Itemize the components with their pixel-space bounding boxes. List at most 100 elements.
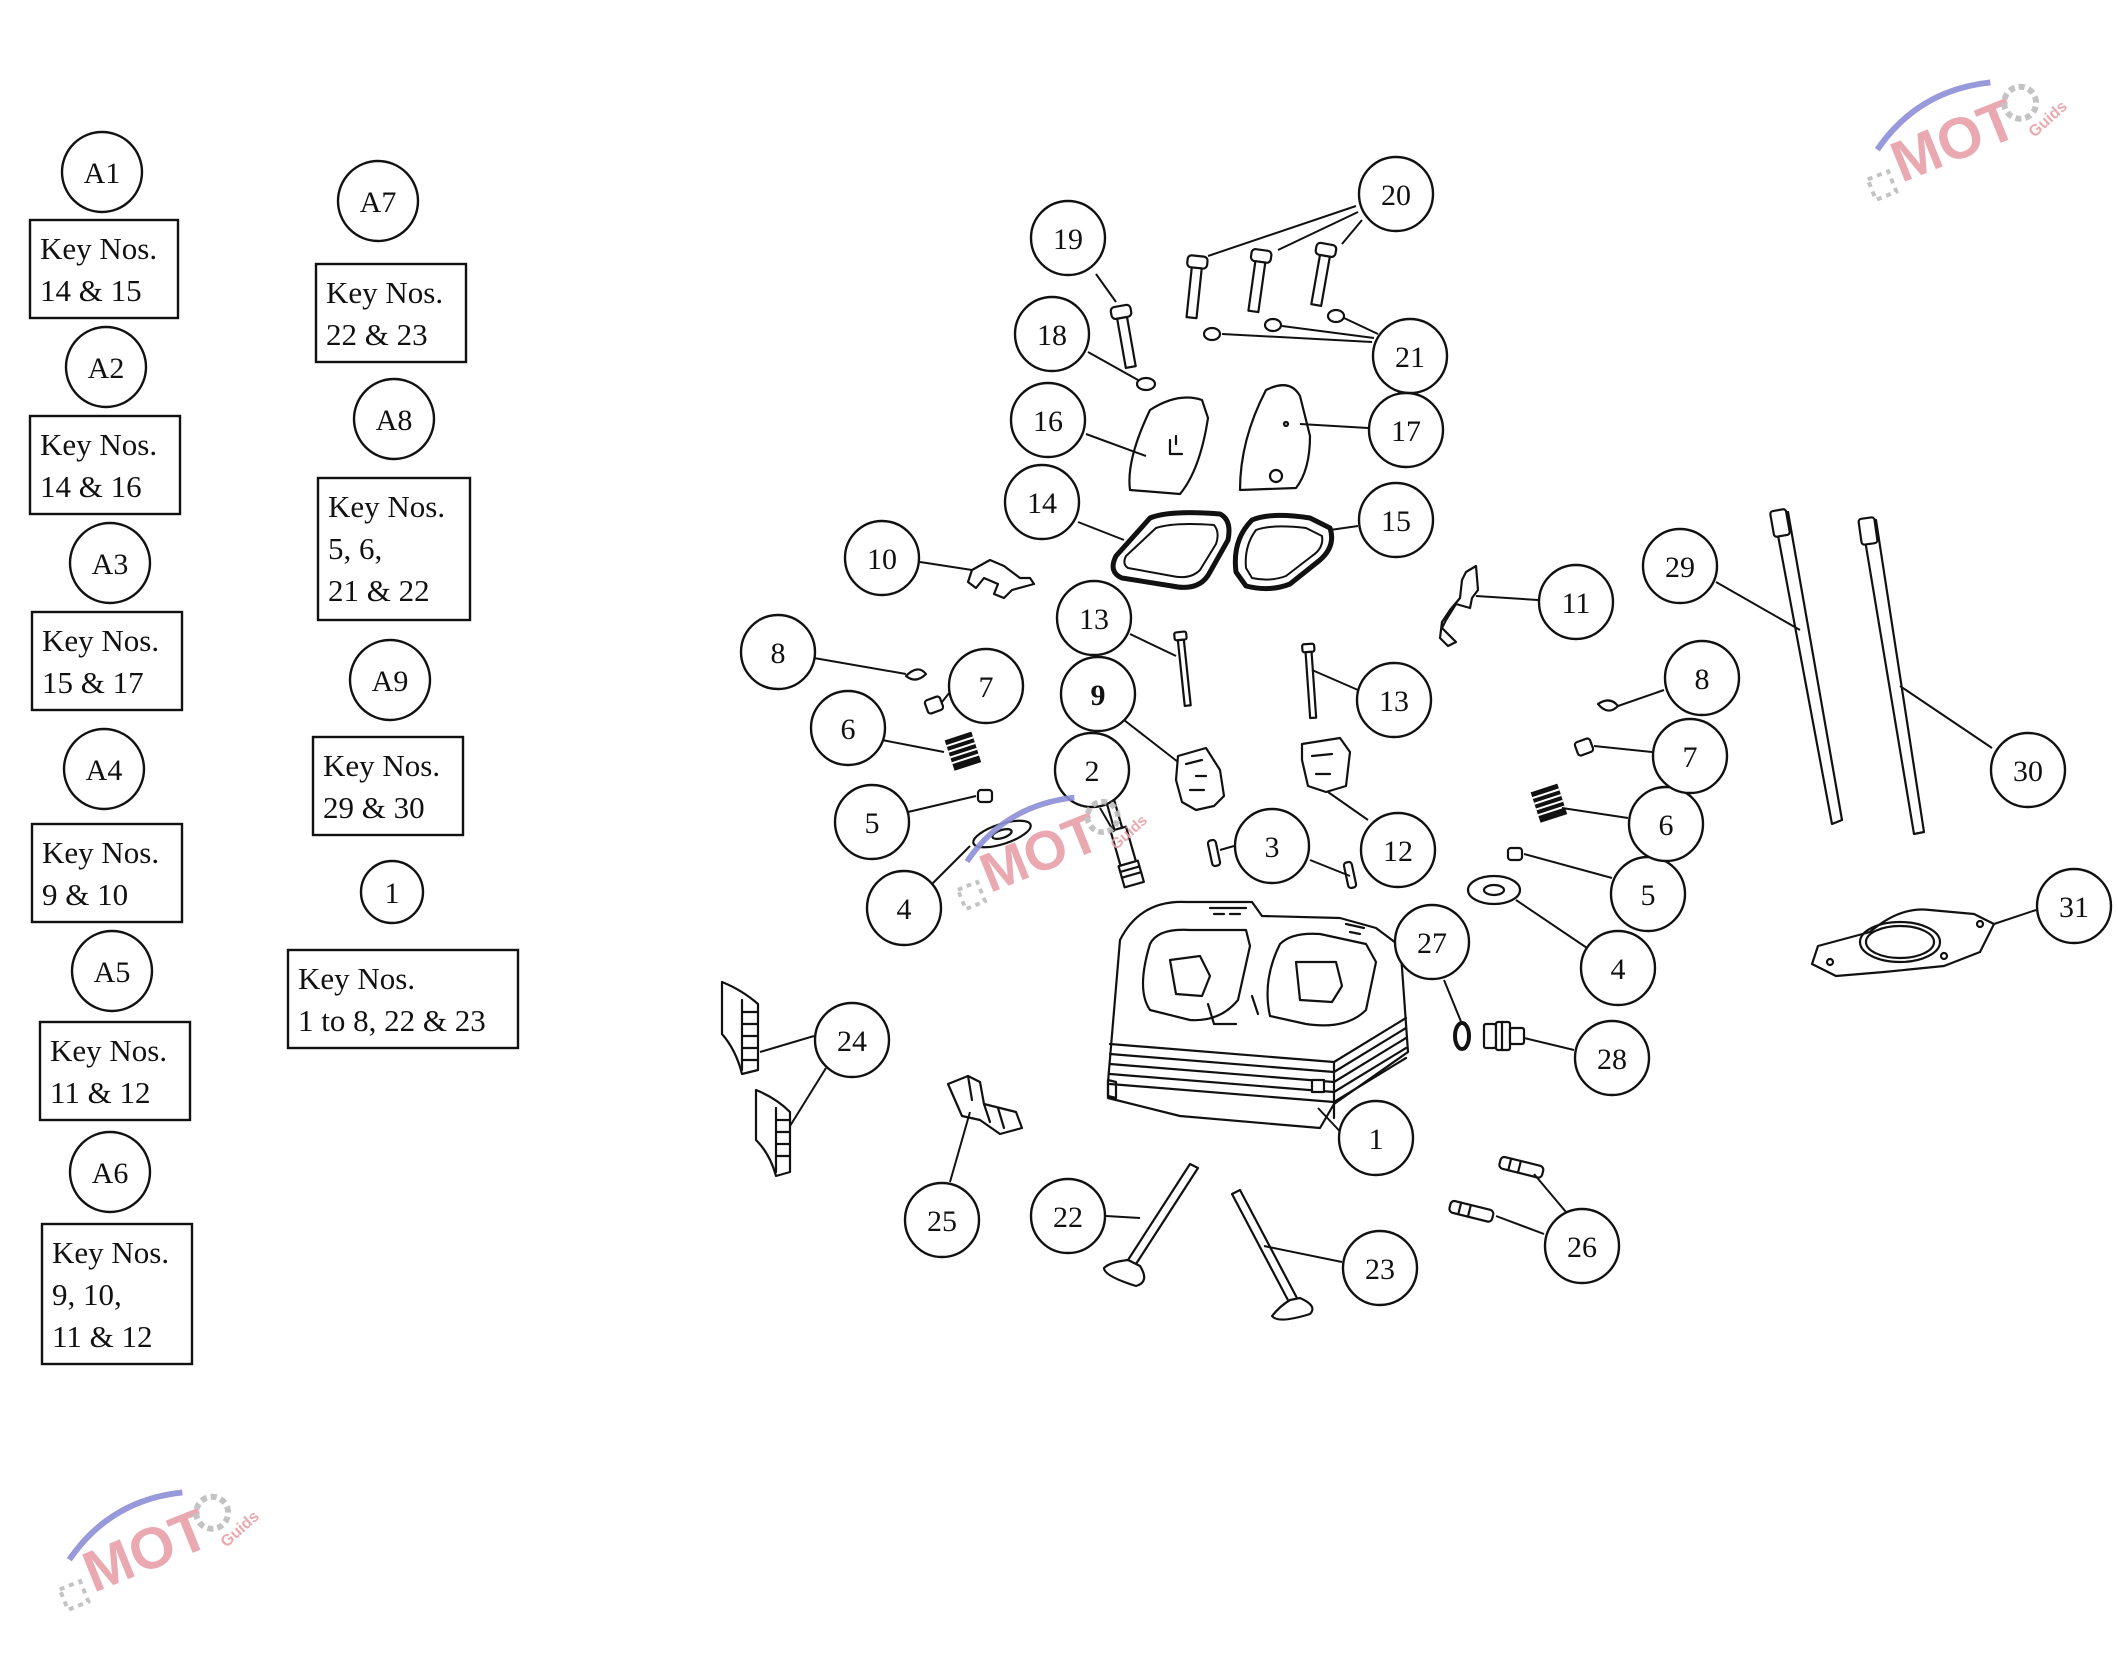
callout-3: 3 bbox=[1233, 807, 1311, 885]
assembly-key-line: Key Nos. bbox=[326, 275, 443, 310]
callout-circle bbox=[1579, 929, 1657, 1007]
assembly-key-line: Key Nos. bbox=[328, 489, 445, 524]
leader-line-24 bbox=[759, 1035, 815, 1053]
assembly-key-line: 5, 6, bbox=[328, 531, 382, 566]
leader-line-9 bbox=[1123, 719, 1179, 763]
assembly-key-line: 21 & 22 bbox=[328, 573, 430, 608]
leader-line-23 bbox=[1263, 1245, 1343, 1263]
assembly-circle bbox=[64, 325, 148, 409]
callout-circle bbox=[813, 1001, 891, 1079]
leader-line-8 bbox=[813, 657, 907, 675]
part-29-pushrod bbox=[1769, 508, 1844, 826]
callout-circle bbox=[1627, 785, 1705, 863]
assembly-key-line: 9, 10, bbox=[52, 1277, 122, 1312]
callout-22: 22 bbox=[1029, 1177, 1107, 1255]
part-27-o-ring bbox=[1453, 1021, 1471, 1051]
assembly-id: A3 bbox=[92, 548, 129, 581]
part-7-retainer-left bbox=[923, 695, 945, 715]
part-22-intake-valve bbox=[1102, 1162, 1200, 1288]
leader-line-25 bbox=[949, 1111, 971, 1183]
logo-swoosh bbox=[66, 1489, 183, 1562]
callout-circle bbox=[1663, 639, 1741, 717]
leader-line-28 bbox=[1523, 1037, 1575, 1051]
assembly-key-line: Key Nos. bbox=[40, 427, 157, 462]
callout-number: 11 bbox=[1562, 587, 1591, 620]
callout-circle bbox=[1059, 655, 1137, 733]
part-8-keeper-right bbox=[1596, 699, 1620, 712]
assembly-id: A2 bbox=[88, 352, 125, 385]
assembly-key-line: 29 & 30 bbox=[323, 790, 425, 825]
assembly-circle bbox=[359, 859, 425, 925]
assembly-key-box bbox=[28, 414, 182, 516]
callout-number: 31 bbox=[2059, 891, 2089, 924]
callout-number: 16 bbox=[1033, 405, 1063, 438]
part-5-seal-left bbox=[976, 788, 994, 804]
gear-icon bbox=[2001, 83, 2040, 122]
callout-number: 2 bbox=[1085, 755, 1100, 788]
part-9-rocker-block bbox=[1174, 746, 1226, 812]
callout-24: 24 bbox=[813, 1001, 891, 1079]
callout-circle bbox=[1393, 903, 1471, 981]
part-25-clip bbox=[946, 1074, 1024, 1136]
leader-line-21 bbox=[1343, 317, 1379, 335]
callout-20: 20 bbox=[1357, 155, 1435, 233]
assembly-key-box bbox=[316, 476, 472, 622]
assembly-circle bbox=[352, 377, 436, 461]
callout-25: 25 bbox=[903, 1181, 981, 1259]
callout-circle bbox=[1013, 295, 1091, 373]
leader-line-29 bbox=[1715, 581, 1801, 631]
callout-circle bbox=[1355, 661, 1433, 739]
callout-7: 7 bbox=[1651, 717, 1729, 795]
part-12-rocker-block bbox=[1300, 736, 1352, 794]
leader-line-15 bbox=[1329, 525, 1359, 531]
logo-swoosh bbox=[964, 794, 1075, 864]
checkered-flag-icon bbox=[1865, 168, 1899, 203]
callout-17: 17 bbox=[1367, 391, 1445, 469]
callout-circle bbox=[1055, 579, 1133, 657]
callout-circle bbox=[1537, 563, 1615, 641]
callout-circle bbox=[2035, 867, 2113, 945]
callout-circle bbox=[1357, 155, 1435, 233]
callout-15: 15 bbox=[1357, 481, 1435, 559]
callout-26: 26 bbox=[1543, 1207, 1621, 1285]
leader-line-12 bbox=[1327, 791, 1369, 821]
assembly-key-line: Key Nos. bbox=[40, 231, 157, 266]
callout-number: 25 bbox=[927, 1205, 957, 1238]
callout-number: 30 bbox=[2013, 755, 2043, 788]
callout-number: 8 bbox=[1695, 663, 1710, 696]
assembly-circle bbox=[68, 521, 152, 605]
callout-13: 13 bbox=[1355, 661, 1433, 739]
callout-number: 12 bbox=[1383, 835, 1413, 868]
callout-11: 11 bbox=[1537, 563, 1615, 641]
part-21-washers bbox=[1202, 308, 1346, 342]
callout-number: 9 bbox=[1091, 679, 1106, 712]
assembly-circle bbox=[336, 159, 420, 243]
part-8-keeper-left bbox=[904, 668, 928, 681]
callout-circle bbox=[739, 613, 817, 691]
assembly-id: A8 bbox=[376, 404, 413, 437]
callout-2: 2 bbox=[1053, 731, 1131, 809]
leader-line-26 bbox=[1495, 1215, 1545, 1235]
assembly-key-box bbox=[30, 822, 184, 924]
assembly-key-line: 9 & 10 bbox=[42, 877, 128, 912]
callout-number: 8 bbox=[771, 637, 786, 670]
part-16-cover bbox=[1128, 396, 1210, 496]
part-19-bolt bbox=[1109, 303, 1137, 370]
callout-number: 6 bbox=[1659, 809, 1674, 842]
callout-10: 10 bbox=[843, 519, 921, 597]
callout-6: 6 bbox=[809, 689, 887, 767]
logo-text: MOT bbox=[971, 801, 1108, 904]
leader-line-11 bbox=[1475, 595, 1539, 601]
assembly-circle bbox=[62, 727, 146, 811]
callout-29: 29 bbox=[1641, 527, 1719, 605]
callout-circle bbox=[1029, 199, 1107, 277]
part-18-washer bbox=[1135, 376, 1157, 392]
callout-number: 28 bbox=[1597, 1043, 1627, 1076]
leader-line-6 bbox=[881, 739, 945, 753]
